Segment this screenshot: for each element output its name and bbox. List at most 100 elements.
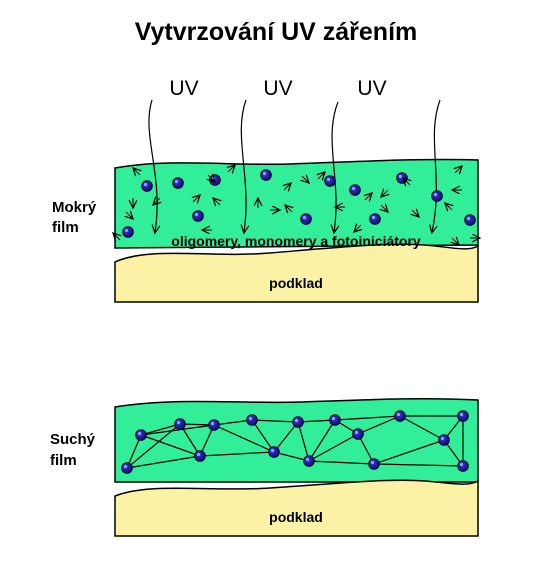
crosslink-bond [140, 423, 181, 436]
dry-film-label-line2: film [50, 452, 77, 469]
wet-molecule [122, 226, 134, 238]
wet-molecule [141, 180, 153, 192]
uv-ray-2 [241, 99, 246, 232]
motion-arrow [286, 206, 292, 212]
dry-molecule [246, 414, 258, 426]
crosslink-bond [334, 415, 401, 421]
wet-molecule [209, 174, 221, 186]
motion-arrow [284, 184, 290, 190]
uv-label-2: UV [263, 77, 292, 100]
crosslink-bond [251, 419, 275, 453]
dry-molecule [303, 455, 315, 467]
wet-film-content-label: oligomery, monomery a fotoiniciátory [171, 233, 421, 249]
wet-molecule [369, 213, 381, 225]
dry-molecule-highlight [354, 430, 359, 435]
wet-molecule-highlight [326, 177, 331, 182]
dry-molecule [174, 418, 186, 430]
dry-molecule [268, 446, 280, 458]
dry-molecule-highlight [331, 416, 336, 421]
wet-substrate-layer [114, 243, 479, 303]
crosslink-bond [357, 415, 401, 435]
motion-arrow [134, 169, 140, 175]
wet-film-label-line2: film [52, 219, 79, 236]
crosslink-bond [308, 460, 375, 465]
crosslink-bond [273, 451, 310, 462]
motion-arrow [365, 194, 371, 200]
dry-molecule-highlight [440, 436, 445, 441]
dry-molecule [194, 450, 206, 462]
dry-film-label-line1: Suchý [50, 431, 96, 448]
wet-molecule [464, 214, 476, 226]
wet-film-molecules [122, 169, 476, 238]
dry-molecule-highlight [176, 420, 181, 425]
dry-film-panel [114, 397, 479, 537]
dry-molecule [438, 434, 450, 446]
dry-molecule-highlight [459, 462, 464, 467]
dry-substrate-layer [114, 479, 479, 537]
dry-film-layer [114, 397, 479, 483]
wet-molecule-highlight [302, 215, 307, 220]
wet-molecule-highlight [398, 174, 403, 179]
dry-molecule [368, 458, 380, 470]
crosslink-bond [373, 439, 445, 465]
dry-molecule-highlight [396, 412, 401, 417]
wet-molecule-highlight [466, 216, 471, 221]
motion-arrow [114, 234, 120, 240]
crosslink-bond [213, 424, 275, 453]
motion-arrow [154, 198, 160, 204]
crosslink-bond [399, 415, 445, 441]
crosslink-bond [140, 424, 215, 436]
wet-molecule [300, 213, 312, 225]
wet-molecule [431, 190, 443, 202]
motion-arrow [404, 179, 410, 185]
crosslink-bond [199, 451, 275, 457]
dry-molecule-highlight [248, 416, 253, 421]
dry-molecule-highlight [123, 464, 128, 469]
wet-molecule-highlight [174, 179, 179, 184]
wet-film-label-line1: Mokrý [52, 199, 97, 216]
crosslink-bond [273, 421, 299, 453]
wet-molecule [324, 175, 336, 187]
uv-label-3: UV [357, 77, 386, 100]
motion-arrow [126, 212, 132, 218]
dry-film-molecules [121, 410, 469, 474]
dry-molecule [457, 410, 469, 422]
dry-molecule-highlight [196, 452, 201, 457]
dry-molecule [352, 428, 364, 440]
wet-molecule [349, 184, 361, 196]
motion-arrow [355, 225, 361, 231]
uv-ray-1 [148, 99, 157, 232]
wet-molecule-highlight [433, 192, 438, 197]
motion-arrow [228, 166, 234, 172]
crosslink-bond [297, 419, 336, 423]
wet-molecule [396, 172, 408, 184]
wet-molecule [260, 169, 272, 181]
dry-molecule-highlight [210, 421, 215, 426]
crosslink-bond [140, 434, 201, 457]
page-title: Vytvrzování UV zářením [135, 18, 418, 46]
crosslink-bond [308, 419, 336, 462]
crosslink-bond [297, 421, 310, 462]
dry-molecule-highlight [305, 457, 310, 462]
wet-film-motion-arrows [114, 166, 479, 245]
uv-ray-3 [332, 101, 338, 232]
motion-arrow [381, 205, 387, 211]
dry-molecule [135, 429, 147, 441]
wet-molecule [192, 210, 204, 222]
wet-molecule [172, 177, 184, 189]
crosslink-bond [126, 455, 201, 469]
wet-molecule-highlight [143, 182, 148, 187]
wet-molecule-highlight [371, 215, 376, 220]
motion-arrow [302, 176, 308, 182]
crosslink-bond [373, 463, 464, 467]
motion-arrow [318, 173, 324, 179]
dry-molecule-highlight [459, 412, 464, 417]
wet-molecule-highlight [351, 186, 356, 191]
motion-arrow [446, 204, 452, 210]
dry-molecule-highlight [370, 460, 375, 465]
dry-molecule [457, 460, 469, 472]
motion-arrow [412, 210, 418, 216]
wet-molecule-highlight [262, 171, 267, 176]
dry-substrate-label: podklad [269, 509, 323, 525]
